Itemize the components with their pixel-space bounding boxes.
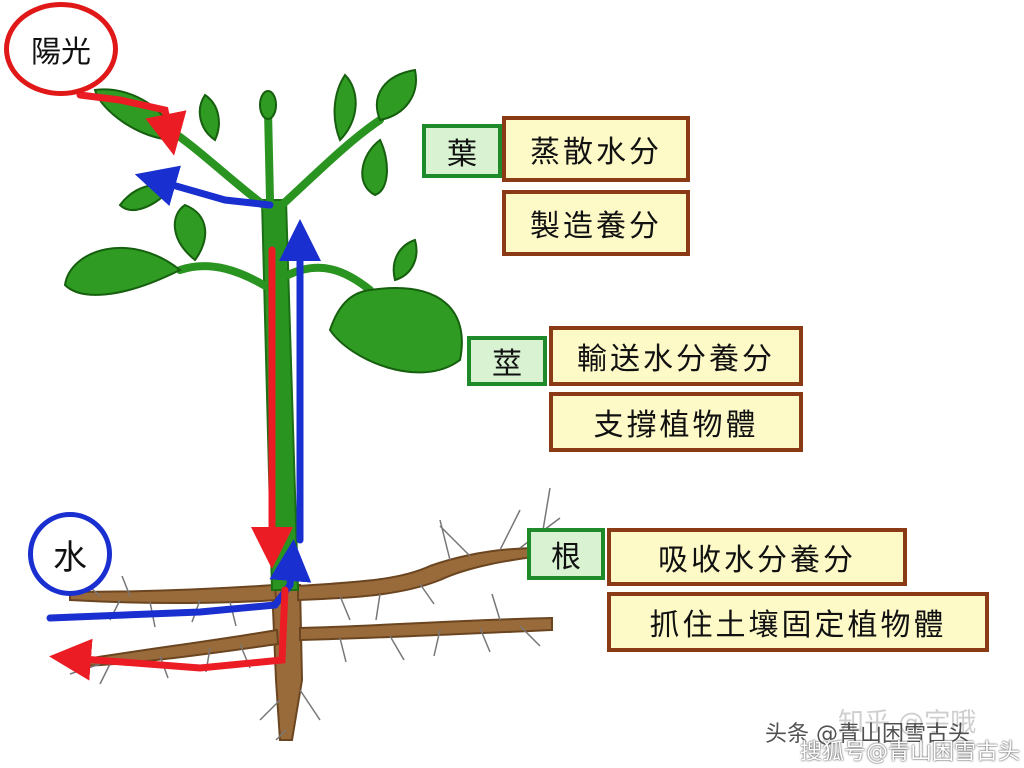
- stem-function-1: 輸送水分養分: [549, 326, 803, 386]
- toutiao-watermark: 头条 @青山困雪古头: [765, 722, 970, 747]
- sohu-watermark: 搜狐号@青山困雪古头: [800, 740, 1021, 765]
- transpiration-arrow: [134, 165, 274, 209]
- leaf-big-right: [328, 287, 463, 374]
- zhihu-watermark: 知乎 @宇哦: [838, 708, 977, 738]
- stem: [260, 199, 300, 591]
- leaf-big-left: [63, 246, 182, 296]
- stem-tag: 莖: [467, 336, 547, 386]
- leaf-function-2: 製造養分: [502, 190, 690, 256]
- sunlight-label: 陽光: [4, 2, 118, 96]
- root-function-1: 吸收水分養分: [607, 528, 907, 586]
- root-uptake-arrow: [46, 539, 312, 622]
- stem-function-2: 支撐植物體: [549, 392, 803, 452]
- sunlight-arrow: [76, 91, 187, 156]
- leaf-top-bud: [259, 90, 277, 120]
- root-tag: 根: [527, 528, 605, 580]
- leaf-right-small: [392, 238, 418, 282]
- leaf-upper-right-3: [361, 138, 388, 197]
- leaf-function-1: 蒸散水分: [502, 116, 690, 182]
- flow-arrows: [46, 91, 321, 681]
- water-label: 水: [28, 512, 112, 596]
- leaf-tag: 葉: [422, 124, 502, 178]
- lower-right-root: [299, 616, 553, 642]
- root-sugar-arrow: [49, 586, 289, 681]
- leaf-mid-left: [118, 184, 172, 211]
- upper-right-root: [297, 546, 541, 602]
- leaf-big-left-2: [173, 203, 207, 262]
- upper-left-root: [69, 583, 278, 604]
- root-system: [69, 546, 553, 741]
- leaf-small-left: [198, 93, 220, 142]
- branches: [166, 106, 384, 294]
- root-function-2: 抓住土壤固定植物體: [607, 592, 989, 652]
- leaf-upper-right-2: [375, 68, 417, 122]
- leaf-upper-right-1: [333, 73, 357, 142]
